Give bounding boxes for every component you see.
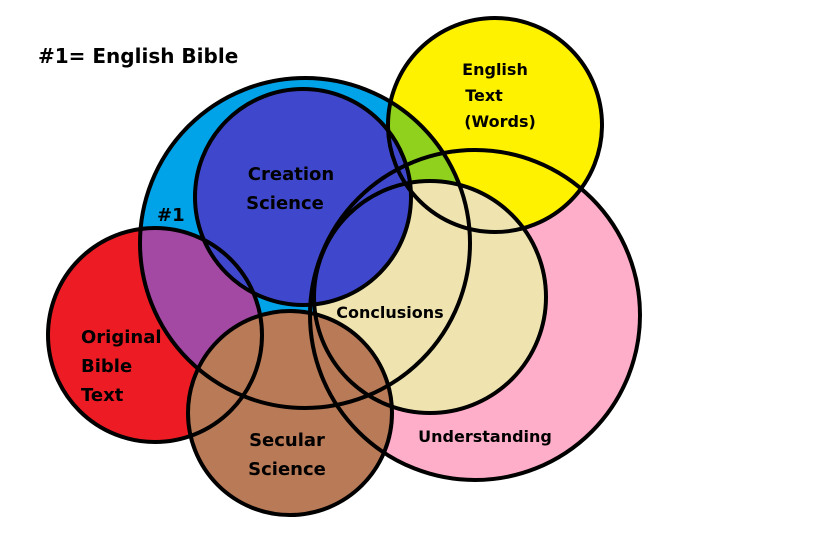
english-text-outline <box>386 16 604 234</box>
english-bible-label: #1 <box>157 205 185 226</box>
understanding-label: Understanding <box>418 427 552 446</box>
english-overlap-region <box>388 78 470 232</box>
secular-science-circle <box>188 311 392 515</box>
conclusions-outline <box>312 179 548 415</box>
diagram-title: #1= English Bible <box>38 44 238 68</box>
secular-science-label-line1: Secular <box>249 430 325 451</box>
secular-science-label-line2: Science <box>248 459 326 480</box>
english-text-label-line2: Text <box>465 86 503 105</box>
secular-science-outline <box>186 309 394 517</box>
original-text-label-line3: Text <box>81 385 124 406</box>
creation-science-outline <box>193 87 413 307</box>
creation-science-circle <box>195 89 411 305</box>
original-text-label-line2: Bible <box>81 356 132 377</box>
circle-outlines <box>46 16 642 517</box>
english-bible-outline <box>138 76 472 410</box>
english-text-label-line1: English <box>462 60 528 79</box>
original-text-label-line1: Original <box>81 327 162 348</box>
original-text-outline <box>46 226 264 444</box>
english-text-label-line3: (Words) <box>464 112 536 131</box>
original-overlap-region <box>140 228 262 408</box>
conclusions-label: Conclusions <box>336 303 443 322</box>
creation-science-label-line2: Science <box>246 193 324 214</box>
creation-science-label-line1: Creation <box>248 164 334 185</box>
